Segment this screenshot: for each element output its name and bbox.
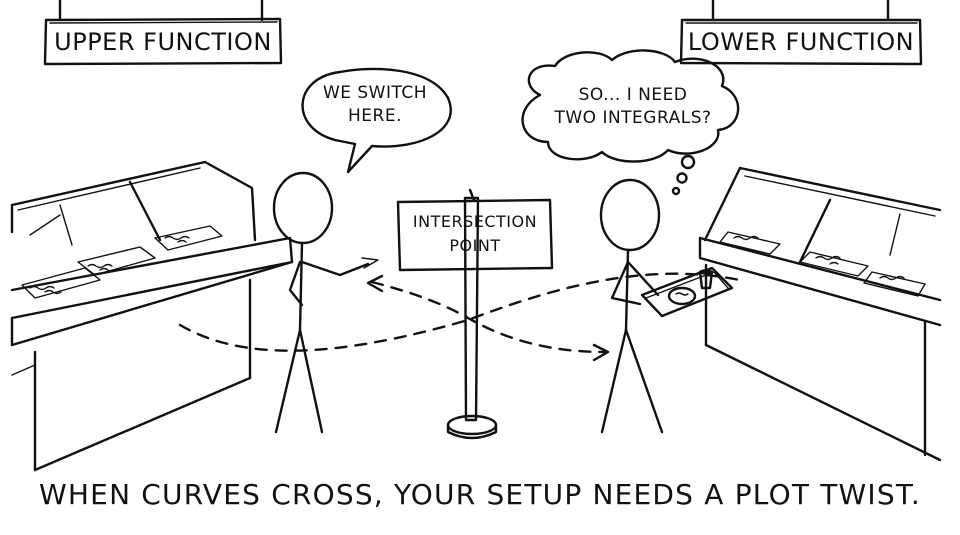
intersection-line-2: POINT (449, 236, 501, 255)
intersection-line-1: INTERSECTION (412, 212, 538, 231)
food-tray (640, 266, 734, 318)
arrowhead-right-icon (592, 343, 610, 362)
right-buffet-counter (698, 166, 942, 462)
thought-line-1: SO... I NEED (578, 85, 688, 105)
upper-function-label: UPPER FUNCTION (54, 28, 272, 56)
speech-line-1: WE SWITCH (322, 83, 428, 103)
upper-function-sign (43, 0, 283, 66)
comic-caption: WHEN CURVES CROSS, YOUR SETUP NEEDS A PL… (39, 478, 921, 511)
left-buffet-counter (10, 160, 294, 472)
speech-bubble-text: WE SWITCH HERE. (300, 82, 450, 128)
intersection-post (396, 188, 554, 440)
lower-function-sign (679, 0, 923, 66)
intersection-sign-text: INTERSECTION POINT (400, 210, 550, 258)
thought-bubble-text: SO... I NEED TWO INTEGRALS? (528, 84, 738, 130)
left-stick-figure (272, 171, 379, 434)
crossing-curves (178, 272, 742, 362)
thought-line-2: TWO INTEGRALS? (554, 108, 712, 128)
right-stick-figure (599, 178, 664, 434)
speech-bubble (301, 67, 452, 174)
lower-function-label: LOWER FUNCTION (687, 28, 915, 56)
speech-line-2: HERE. (348, 106, 402, 126)
arrowhead-left-icon (366, 274, 384, 293)
thought-bubble (521, 49, 740, 196)
